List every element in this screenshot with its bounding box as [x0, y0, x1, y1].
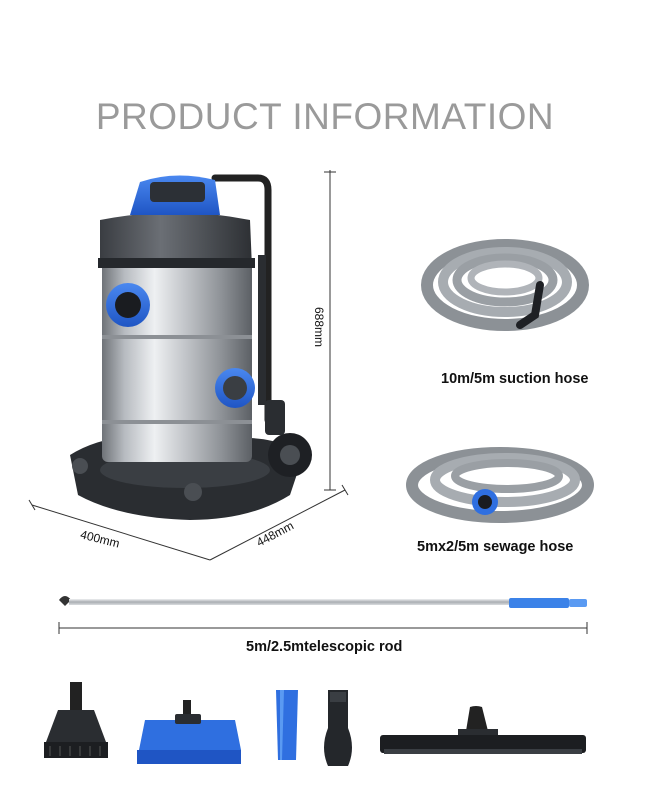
height-dimension-label: 688mm — [312, 306, 327, 348]
suction-hose-caption: 10m/5m suction hose — [441, 371, 589, 387]
sewage-hose-illustration — [406, 447, 594, 523]
telescopic-rod-caption: 5m/2.5mtelescopic rod — [246, 639, 403, 655]
crevice-tool-blue — [276, 690, 298, 760]
round-brush-tool — [324, 690, 352, 766]
floor-nozzle-small — [44, 682, 108, 758]
telescopic-rod-illustration — [58, 596, 588, 634]
page-title: PRODUCT INFORMATION — [95, 96, 555, 137]
brush-nozzle-blue — [137, 700, 241, 764]
suction-hose-illustration — [421, 239, 589, 331]
sewage-hose-caption: 5mx2/5m sewage hose — [417, 539, 574, 555]
wide-floor-nozzle — [380, 706, 586, 754]
